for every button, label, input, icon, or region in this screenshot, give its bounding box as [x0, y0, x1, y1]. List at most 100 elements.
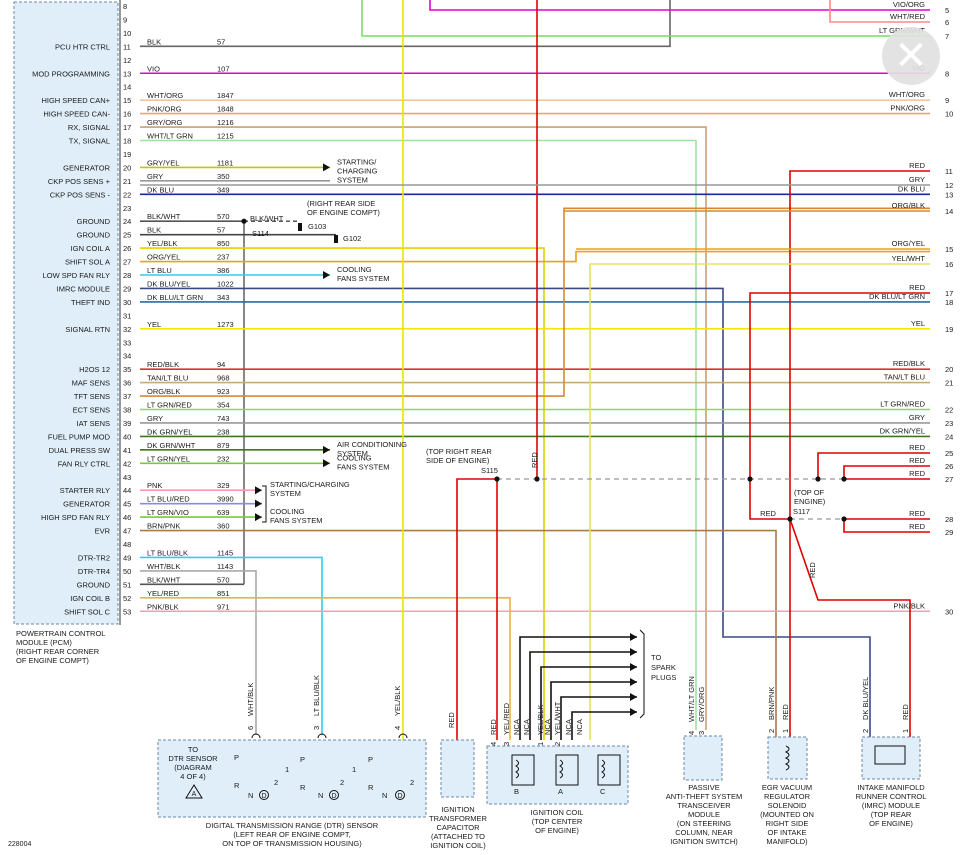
- red-wire: [456, 478, 497, 740]
- pcm-pin-number: 20: [123, 163, 131, 172]
- close-icon: ✕: [894, 33, 928, 79]
- s115-location-note: SIDE OF ENGINE): [426, 456, 490, 465]
- right-wire-label: ORG/BLK: [892, 201, 925, 210]
- circuit-number: 360: [217, 522, 230, 531]
- arrow-icon: [255, 499, 262, 508]
- pcm-pin-number: 28: [123, 271, 131, 280]
- wire-color-label: DK GRN/WHT: [147, 441, 196, 450]
- pcm-wire: [140, 529, 777, 740]
- coil-pin-wire: NCA: [512, 719, 521, 735]
- pcm-pin-label: GROUND: [77, 580, 111, 589]
- circuit-number: 1847: [217, 91, 234, 100]
- egr-pin-wire: BRN/PNK: [767, 687, 776, 720]
- pcm-pin-label: IAT SENS: [77, 419, 110, 428]
- s115-location-note: (TOP RIGHT REAR: [426, 447, 492, 456]
- destination-note: COOLING: [270, 507, 305, 516]
- pcm-pin-number: 35: [123, 365, 131, 374]
- right-wire-label: LT GRN/RED: [880, 400, 925, 409]
- pcm-pin-number: 15: [123, 96, 131, 105]
- right-wire-label: YEL/WHT: [892, 254, 926, 263]
- pcm-pin-number: 41: [123, 446, 131, 455]
- right-wire-label: DK BLU: [898, 184, 925, 193]
- pats-title: IGNITION SWITCH): [670, 837, 738, 846]
- destination-note: SYSTEM: [337, 175, 368, 184]
- pcm-pin-label: HIGH SPEED CAN+: [41, 96, 110, 105]
- dtr-to-note: TO: [188, 745, 198, 754]
- pcm-pin-number: 27: [123, 258, 131, 267]
- wire-color-label: ORG/BLK: [147, 387, 180, 396]
- coil-winding-icon: [601, 759, 605, 779]
- wire-color-label: BLK: [147, 226, 161, 235]
- top-right-wire: [429, 0, 930, 11]
- pats-title: ANTI-THEFT SYSTEM: [666, 792, 743, 801]
- coil-pin-wire: YEL/RED: [502, 702, 511, 735]
- capacitor-title: (ATTACHED TO: [431, 832, 485, 841]
- right-wire-label: TAN/LT BLU: [884, 373, 925, 382]
- wire-color-label: GRY/YEL: [147, 158, 179, 167]
- right-connector-number: 27: [945, 475, 953, 484]
- dtr-pin-wire: WHT/BLK: [246, 683, 255, 716]
- right-wire: [589, 263, 930, 740]
- pcm-pin-number: 37: [123, 392, 131, 401]
- imrc-pin-number: 1: [901, 729, 910, 733]
- imrc-title: OF ENGINE): [869, 819, 913, 828]
- egr-box: [767, 736, 808, 780]
- pats-pin-number: 3: [697, 731, 706, 735]
- destination-note: SYSTEM: [270, 489, 301, 498]
- circuit-number: 232: [217, 454, 230, 463]
- right-connector-number: 24: [945, 432, 953, 441]
- right-connector-number: 13: [945, 190, 953, 199]
- connector-pin-icon: [317, 733, 327, 739]
- dtr-to-note: (DIAGRAM: [174, 763, 212, 772]
- pcm-pin-label: FAN RLY CTRL: [58, 459, 110, 468]
- pcm-pin-number: 13: [123, 69, 131, 78]
- circuit-number: 57: [217, 37, 225, 46]
- imrc-title: RUNNER CONTROL: [856, 792, 927, 801]
- ground-icon: [298, 223, 302, 231]
- arrow-icon: [255, 486, 262, 495]
- pcm-pin-number: 17: [123, 123, 131, 132]
- pcm-pin-label: GENERATOR: [63, 163, 110, 172]
- dtr-pos-letter: R: [368, 783, 374, 792]
- pcm-pin-number: 8: [123, 2, 127, 11]
- close-button[interactable]: ✕: [882, 27, 940, 85]
- wire-color-label: GRY/ORG: [147, 118, 182, 127]
- coil-tap-letter: A: [558, 787, 563, 796]
- pcm-pin-number: 44: [123, 486, 131, 495]
- dtr-ref-letter: A: [192, 791, 197, 798]
- pcm-pin-label: STARTER RLY: [60, 486, 110, 495]
- right-connector-number: 19: [945, 325, 953, 334]
- arrow-icon: [323, 459, 330, 468]
- pcm-pin-number: 16: [123, 110, 131, 119]
- pcm-pin-label: THEFT IND: [71, 298, 111, 307]
- top-right-wire: [361, 0, 930, 37]
- dtr-drive-icon: [259, 790, 269, 800]
- pcm-pin-number: 32: [123, 325, 131, 334]
- coil-pin-number: 4: [489, 742, 498, 746]
- right-wire-label: PNK/BLK: [893, 601, 925, 610]
- egr-title: REGULATOR: [764, 792, 811, 801]
- pcm-pin-label: CKP POS SENS +: [48, 177, 111, 186]
- pcm-pin-label: MAF SENS: [72, 379, 110, 388]
- right-connector-number: 26: [945, 462, 953, 471]
- pcm-pin-label: TX, SIGNAL: [69, 137, 110, 146]
- capacitor-wire-label: RED: [447, 712, 456, 728]
- ground-icon: [334, 235, 338, 243]
- pcm-pin-number: 47: [123, 527, 131, 536]
- circuit-number: 94: [217, 360, 225, 369]
- dtr-pin-number: 3: [312, 726, 321, 730]
- dtr-title: ON TOP OF TRANSMISSION HOUSING): [222, 839, 362, 848]
- dtr-pin-wire: YEL/BLK: [393, 686, 402, 716]
- wire-color-label: GRY: [147, 172, 163, 181]
- pcm-pin-label: GROUND: [77, 217, 111, 226]
- right-connector-number: 11: [945, 167, 953, 176]
- dtr-pos-letter: 1: [352, 765, 356, 774]
- spark-plug-wire: [550, 681, 637, 740]
- right-wire-label: DK GRN/YEL: [880, 426, 925, 435]
- dtr-pos-letter: N: [248, 791, 253, 800]
- dtr-pin-number: 6: [246, 726, 255, 730]
- circuit-number: 238: [217, 427, 230, 436]
- arrow-icon: [323, 445, 330, 454]
- splice-dot: [747, 476, 753, 482]
- circuit-number: 968: [217, 374, 230, 383]
